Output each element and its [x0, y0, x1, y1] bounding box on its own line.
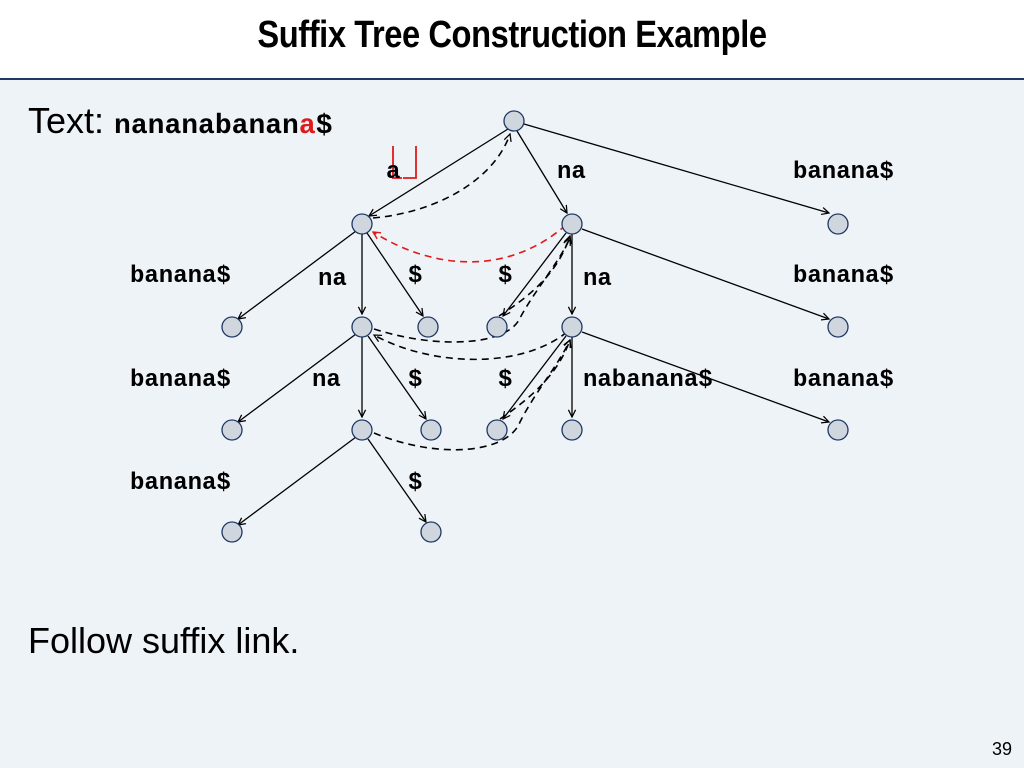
- edge-label-na-na: na: [583, 266, 612, 293]
- edge-label-a-banana: banana$: [130, 263, 231, 290]
- edge-labels: a na banana$ banana$ na $ $ na banana$ b…: [130, 159, 894, 497]
- node-leaf: [420, 419, 442, 441]
- edge-ana-dollar: [367, 335, 426, 419]
- node-leaf: [827, 213, 849, 235]
- suffix-link-nana-to-ana: [374, 331, 568, 361]
- node-leaf: [486, 316, 508, 338]
- edge-anana-dollar: [367, 438, 426, 522]
- edge-label-na-banana: banana$: [793, 263, 894, 290]
- node-leaf: [420, 521, 442, 543]
- edge-label-nana-nabanana: nabanana$: [583, 367, 713, 394]
- edge-na-banana: [581, 228, 829, 319]
- edge-label-ana-na: na: [312, 367, 341, 394]
- page-number: 39: [991, 739, 1012, 759]
- instruction-text: Follow suffix link.: [28, 620, 300, 661]
- edge-label-root-banana: banana$: [793, 159, 894, 186]
- title-underline: [0, 78, 1024, 80]
- edge-anana-banana: [238, 436, 357, 525]
- node-leaf: [561, 419, 583, 441]
- edge-label-root-na: na: [557, 159, 586, 186]
- node-leaf: [486, 419, 508, 441]
- text-label: Text:: [28, 100, 115, 141]
- node-a: [351, 213, 373, 235]
- edge-nana-dollar: [503, 335, 567, 419]
- tree-nodes: [221, 110, 849, 543]
- text-line: Text: nananabanana$: [28, 100, 333, 142]
- edge-label-anana-dollar: $: [408, 470, 422, 497]
- edge-label-nana-dollar: $: [498, 367, 512, 394]
- node-leaf: [417, 316, 439, 338]
- suffix-link-ana-to-na: [373, 238, 570, 343]
- edge-root-na: [516, 130, 567, 213]
- edge-label-a-na: na: [318, 266, 347, 293]
- node-leaf: [221, 316, 243, 338]
- node-anana: [351, 419, 373, 441]
- edge-root-banana: [523, 123, 829, 213]
- node-nana: [561, 316, 583, 338]
- edge-label-anana-banana: banana$: [130, 470, 231, 497]
- edge-label-root-a: a: [386, 159, 400, 186]
- edge-label-nana-banana: banana$: [793, 367, 894, 394]
- node-leaf: [221, 521, 243, 543]
- edge-label-na-dollar: $: [498, 263, 512, 290]
- edge-label-a-dollar: $: [408, 263, 422, 290]
- title-bar: [0, 0, 1024, 78]
- edge-label-ana-dollar: $: [408, 367, 422, 394]
- node-leaf: [221, 419, 243, 441]
- node-leaf: [827, 419, 849, 441]
- node-na: [561, 213, 583, 235]
- suffix-link-na-to-a: [373, 224, 567, 263]
- suffix-links: [373, 134, 570, 451]
- suffix-link-leaf-to-nana: [499, 340, 570, 420]
- edge-root-a: [369, 128, 509, 216]
- edge-label-ana-banana: banana$: [130, 367, 231, 394]
- edge-a-banana: [238, 230, 357, 319]
- slide-title: Suffix Tree Construction Example: [257, 14, 767, 56]
- tree-edges: [238, 123, 829, 525]
- edge-nana-banana: [581, 331, 829, 422]
- text-string-current-char: a: [298, 111, 316, 142]
- text-string-suffix: $: [315, 111, 333, 142]
- node-root: [503, 110, 525, 132]
- node-leaf: [827, 316, 849, 338]
- text-string-prefix: nananabanan: [114, 111, 299, 142]
- edge-a-dollar: [366, 232, 423, 316]
- node-ana: [351, 316, 373, 338]
- active-point-bracket: [392, 146, 417, 179]
- edge-ana-banana: [238, 333, 357, 422]
- suffix-link-anana-to-nana: [373, 340, 570, 451]
- edge-na-dollar: [503, 232, 567, 316]
